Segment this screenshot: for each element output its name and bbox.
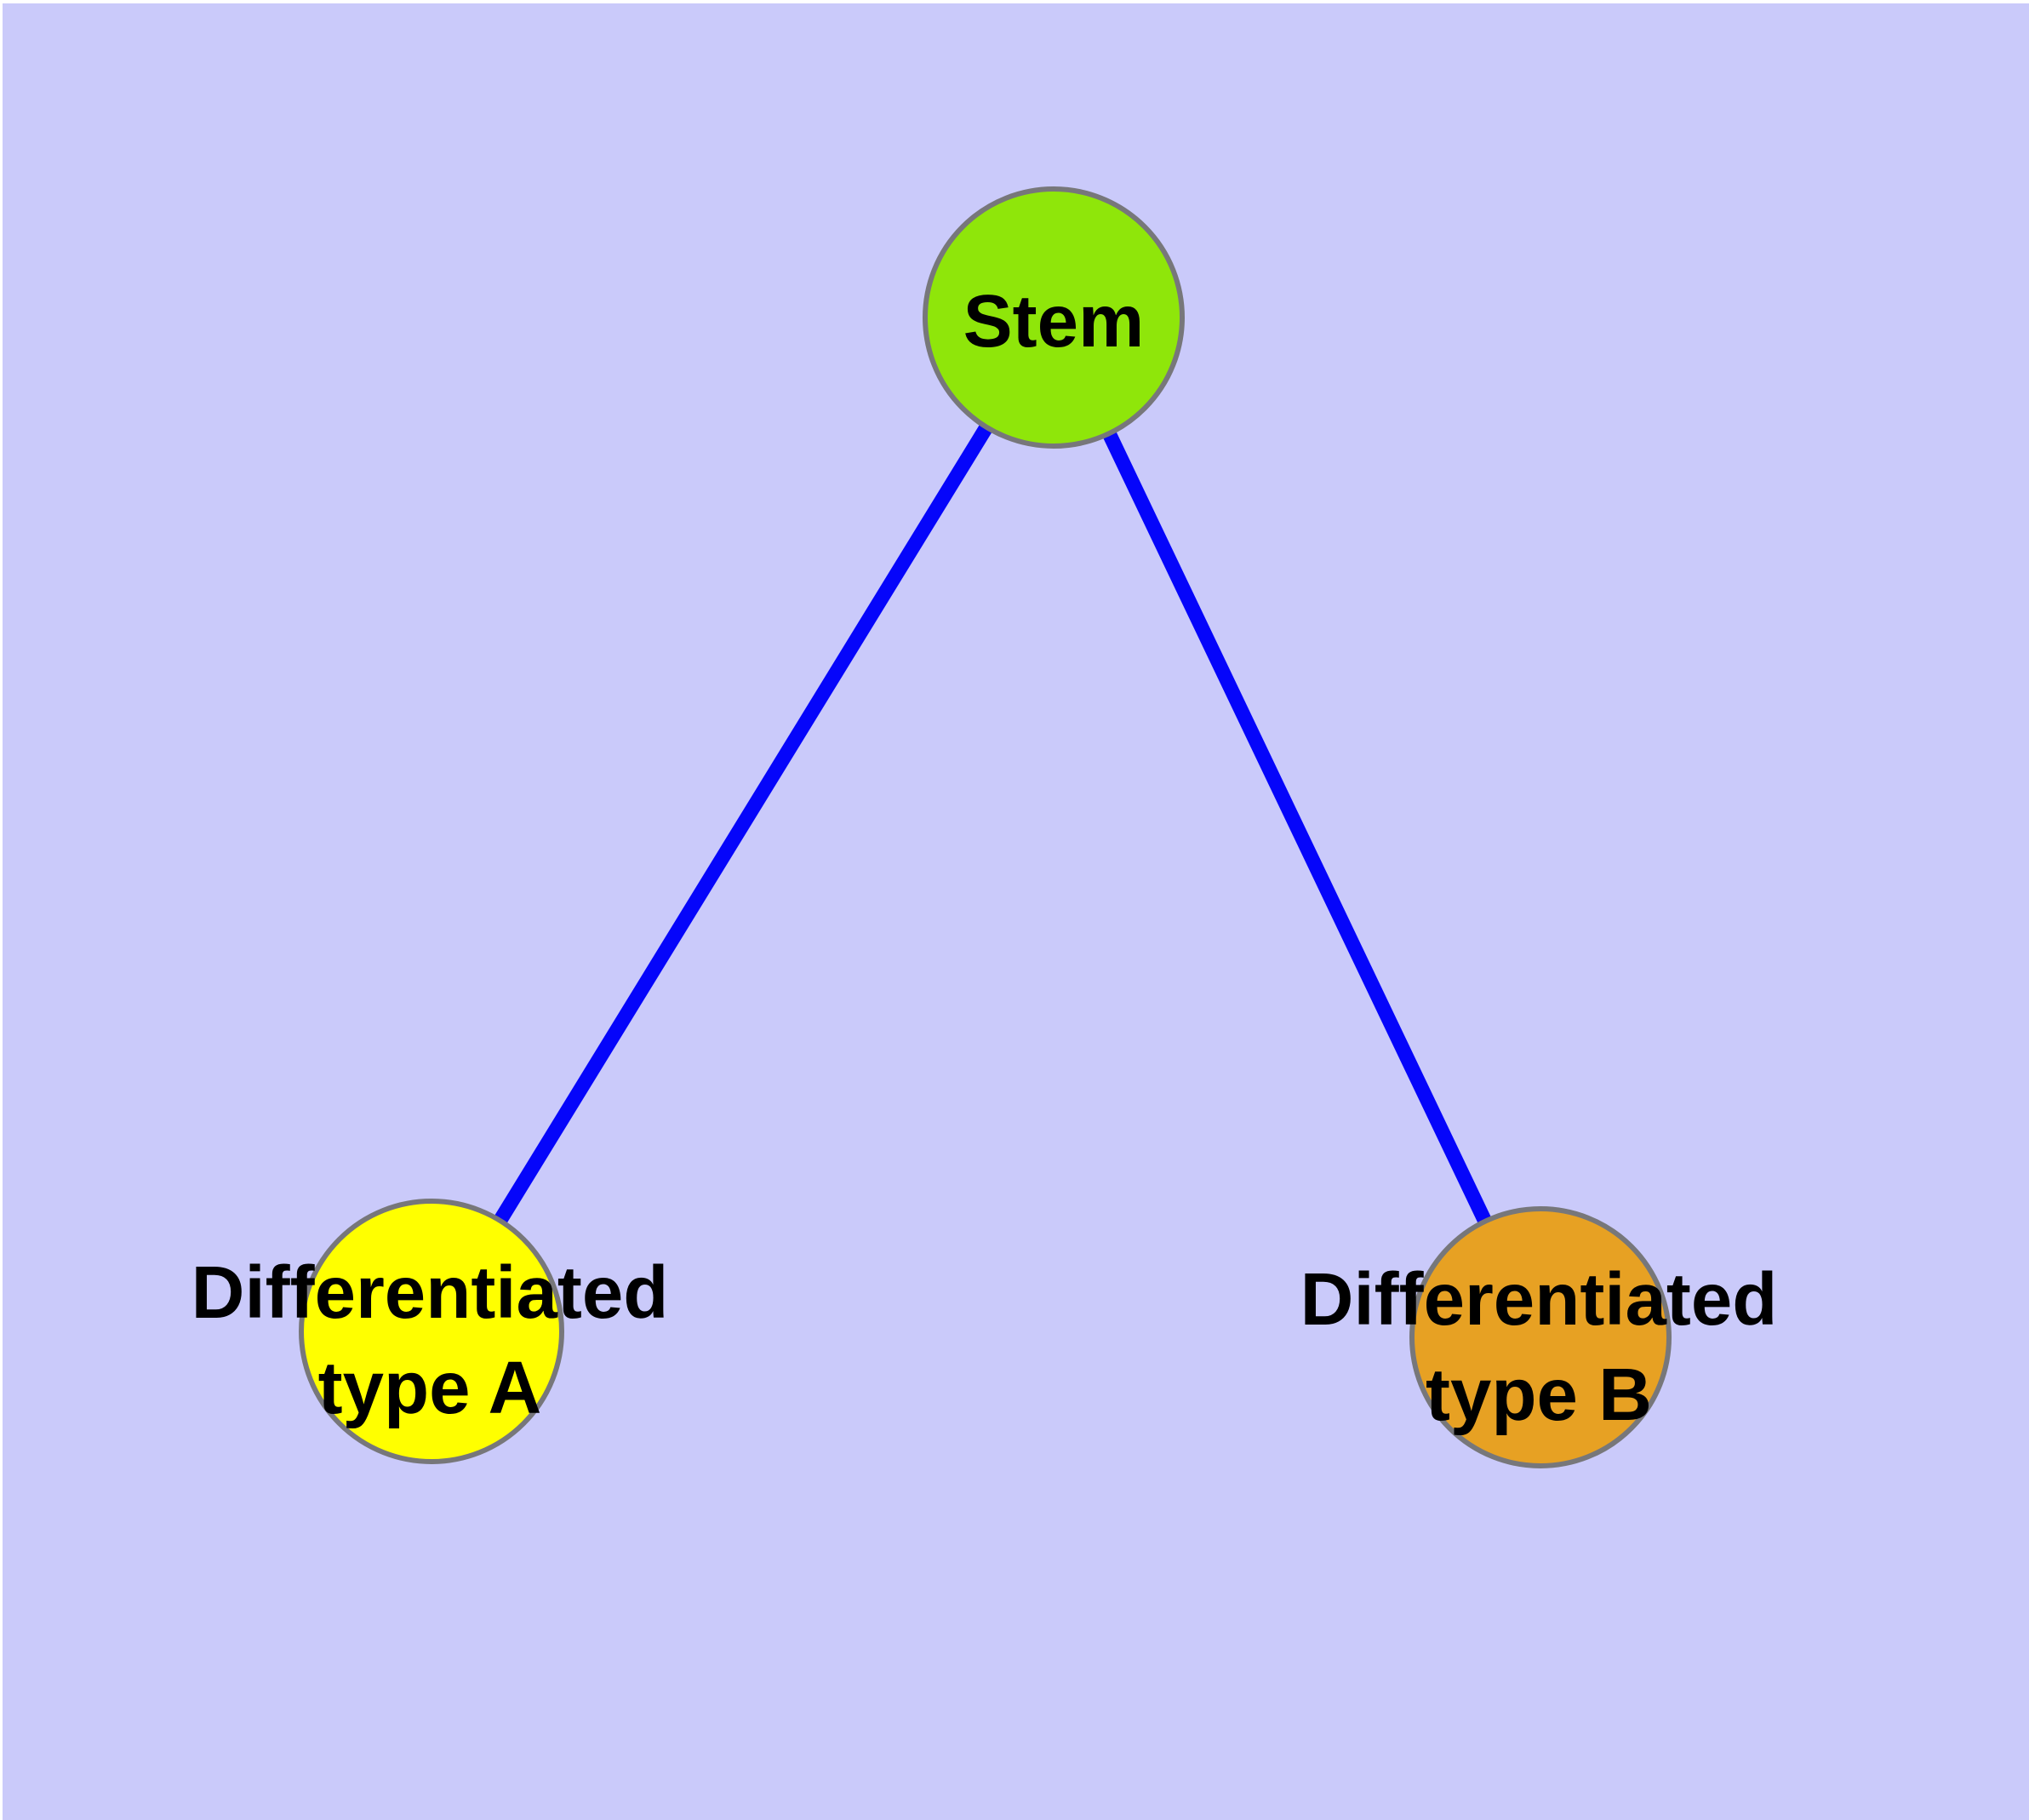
node-differentiated-type-a — [299, 1199, 564, 1464]
edge-stem-to-type-a — [494, 423, 993, 1224]
node-differentiated-type-a-label-line1: Differentiated — [191, 1251, 669, 1334]
edge-stem-to-type-b — [1102, 430, 1493, 1227]
node-stem-label: Stem — [963, 280, 1145, 363]
node-differentiated-type-b-label-line2: type B — [1426, 1354, 1652, 1436]
node-differentiated-type-b — [1409, 1206, 1672, 1468]
node-differentiated-type-a-label-line2: type A — [318, 1347, 542, 1429]
node-stem — [923, 186, 1185, 449]
node-differentiated-type-b-label-line1: Differentiated — [1300, 1258, 1778, 1341]
